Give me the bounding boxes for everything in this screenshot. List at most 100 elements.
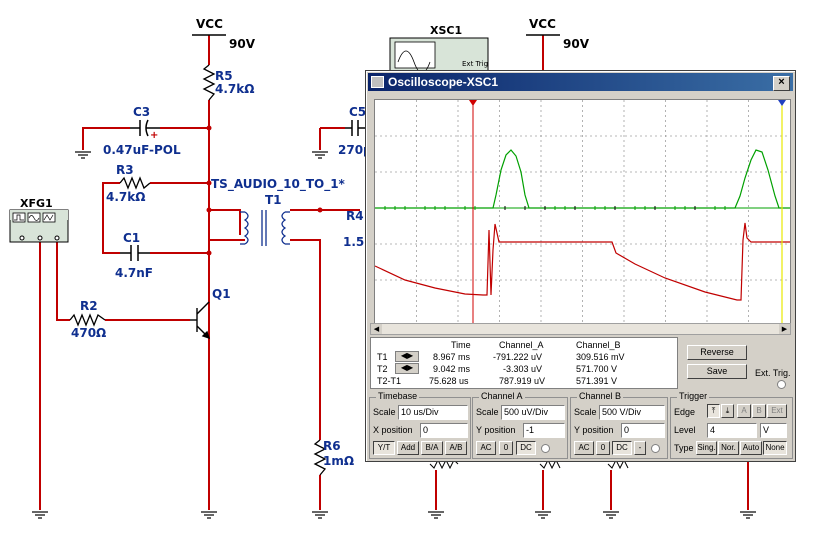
function-generator-xfg1[interactable] [9,209,69,243]
trigger-normal-button[interactable]: Nor. [718,441,739,455]
r2-value: 470Ω [71,326,106,340]
xsc1-ext-trig: Ext Trig [462,60,488,68]
scope-scrollbar[interactable]: ◀ ▶ [370,323,791,335]
ba-mode-button[interactable]: B/A [421,441,443,455]
trigger-none-button[interactable]: None [763,441,787,455]
c1-name: C1 [123,231,140,245]
capacitor-c1[interactable] [120,245,150,261]
channel-a-terminal[interactable] [541,444,550,453]
x-position-field[interactable]: 0 [420,423,468,438]
capacitor-c5[interactable] [345,120,366,136]
t1-part: TS_AUDIO_10_TO_1* [211,177,346,192]
channel-a-ac-button[interactable]: AC [476,441,496,455]
readout-row-label: T2 [377,364,388,374]
r6-name: R6 [323,439,341,453]
q1-name: Q1 [212,287,231,301]
r6-value: 1mΩ [323,454,354,468]
trigger-source-ext-button[interactable]: Ext [767,404,787,418]
wires [39,35,749,510]
channel-b-ac-button[interactable]: AC [574,441,594,455]
channel-b-terminal[interactable] [651,444,660,453]
timebase-scale-label: Scale [373,407,396,417]
oscilloscope-xsc1-icon[interactable] [389,37,489,74]
channel-b-title: Channel B [577,391,624,401]
readout-t2-b: 571.700 V [576,364,618,374]
ext-trig-terminal[interactable] [777,380,786,389]
transformer-t1[interactable] [240,210,290,246]
edge-label: Edge [674,407,696,417]
channel-b-ypos-label: Y position [574,425,614,435]
rising-edge-icon[interactable]: ⤒ [707,404,720,418]
readout-diff-a: 787.919 uV [499,376,546,386]
oscilloscope-window[interactable]: Oscilloscope-XSC1 × [365,70,796,462]
resistor-r2[interactable] [69,313,106,327]
close-button[interactable]: × [773,76,790,91]
channel-b-zero-button[interactable]: 0 [596,441,610,455]
falling-edge-icon[interactable]: ⤓ [721,404,734,418]
resistor-r5[interactable] [202,64,216,101]
capacitor-c3[interactable] [130,119,160,137]
scroll-right-icon[interactable]: ▶ [779,324,790,334]
transistor-q1[interactable] [190,301,211,340]
channel-b-scale-field[interactable]: 500 V/Div [599,405,665,420]
readout-t2-time: 9.042 ms [433,364,471,374]
cursor-1-handle[interactable] [469,100,477,106]
oscilloscope-title: Oscilloscope-XSC1 [388,75,499,89]
x-position-label: X position [373,425,413,435]
scope-display[interactable] [374,99,791,329]
trigger-group: Trigger Edge ⤒ ⤓ A B Ext Level 4 V Type … [670,391,793,459]
ext-trig-label: Ext. Trig. [755,368,791,378]
trigger-single-button[interactable]: Sing. [696,441,717,455]
r5-value: 4.7kΩ [215,82,254,96]
channel-a-dc-button[interactable]: DC [516,441,536,455]
ground-c3 [75,151,91,159]
channel-a-title: Channel A [479,391,525,401]
channel-a-ypos-field[interactable]: -1 [523,423,565,438]
readout-t1-a: -791.222 uV [493,352,543,362]
scope-axis-ticks [504,206,696,210]
window-icon [371,76,384,88]
resistor-r6[interactable] [313,439,327,476]
readout-diff-time: 75.628 us [429,376,469,386]
ab-mode-button[interactable]: A/B [445,441,467,455]
resistor-r3[interactable] [119,176,151,190]
yt-mode-button[interactable]: Y/T [373,441,395,455]
cursor-readout-table: Time Channel_A Channel_B T1 ◀▶ 8.967 ms … [370,337,678,389]
t1-name: T1 [265,193,282,207]
channel-b-invert-button[interactable]: - [634,441,646,455]
channel-a-zero-button[interactable]: 0 [499,441,513,455]
channel-a-ypos-label: Y position [476,425,516,435]
readout-t1-time: 8.967 ms [433,352,471,362]
vcc-label-right: VCC [529,17,556,31]
t1-cursor-arrows-icon[interactable]: ◀▶ [395,351,419,362]
scroll-left-icon[interactable]: ◀ [371,324,382,334]
vcc-voltage-right: 90V [563,37,590,51]
add-mode-button[interactable]: Add [397,441,419,455]
t2-cursor-arrows-icon[interactable]: ◀▶ [395,363,419,374]
reverse-button[interactable]: Reverse [687,345,747,360]
ground-symbols [32,511,756,519]
channel-b-ypos-field[interactable]: 0 [621,423,665,438]
xsc1-label: XSC1 [430,24,462,37]
channel-a-scale-field[interactable]: 500 uV/Div [501,405,565,420]
oscilloscope-titlebar[interactable]: Oscilloscope-XSC1 × [368,73,793,91]
save-button[interactable]: Save [687,364,747,379]
channel-b-scale-label: Scale [574,407,597,417]
cursor-2-handle[interactable] [778,100,786,106]
trigger-level-unit[interactable]: V [760,423,787,438]
close-icon: × [778,76,785,88]
channel-b-dc-button[interactable]: DC [612,441,632,455]
junctions [206,125,323,256]
r4-value: 1.5 [343,235,364,249]
trigger-source-a-button[interactable]: A [737,404,751,418]
trigger-source-b-button[interactable]: B [752,404,766,418]
timebase-scale-field[interactable]: 10 us/Div [398,405,468,420]
vcc-voltage-left: 90V [229,37,256,51]
r3-value: 4.7kΩ [106,190,145,204]
type-label: Type [674,443,694,453]
trigger-level-field[interactable]: 4 [707,423,757,438]
readout-header-channel-a: Channel_A [499,340,544,350]
trigger-auto-button[interactable]: Auto [740,441,762,455]
xfg1-label: XFG1 [20,197,53,210]
c3-name: C3 [133,105,150,119]
